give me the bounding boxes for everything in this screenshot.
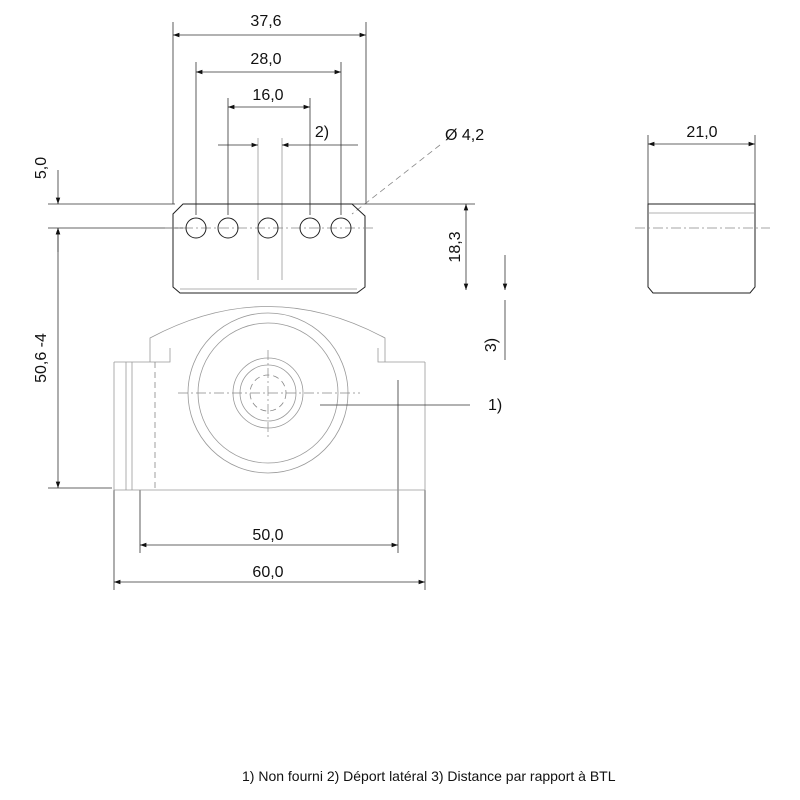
dim-distance-btl-label: 3) (483, 338, 500, 352)
diameter-value: 4,2 (462, 127, 484, 144)
dim-center-height-label: 18,3 (447, 231, 464, 262)
dim-hole-diameter: Ø 4,2 (351, 127, 484, 215)
dim-center-height: 18,3 (352, 203, 475, 290)
dim-bottom-inner-width-label: 50,0 (252, 527, 283, 544)
dim-lateral-offset-label: 2) (315, 124, 329, 141)
dim-bottom-total-width-label: 60,0 (252, 564, 283, 581)
footnote: 1) Non fourni 2) Déport latéral 3) Dista… (242, 768, 616, 784)
dim-bottom-inner-width: 50,0 (139, 380, 399, 553)
dim-total-height-label: 50,6 -4 (33, 333, 50, 383)
dim-total-height: 50,6 -4 (33, 228, 112, 489)
dim-hole-span-inner: 16,0 (227, 87, 311, 215)
dim-side-width-label: 21,0 (686, 124, 717, 141)
dim-hole-diameter-label: Ø 4,2 (445, 127, 484, 144)
dim-top-width: 37,6 (172, 13, 367, 204)
mount-hole-4 (299, 217, 321, 239)
diameter-symbol: Ø (445, 127, 457, 144)
dim-lateral-offset: 2) (218, 124, 358, 280)
magnet-block-side: 21,0 (635, 124, 770, 294)
magnet-block-front (165, 203, 375, 294)
not-supplied-label: 1) (488, 397, 502, 414)
dim-hole-span-outer: 28,0 (195, 51, 342, 215)
dim-bottom-total-width: 60,0 (113, 490, 426, 590)
mount-hole-1 (185, 217, 207, 239)
dim-top-offset-label: 5,0 (33, 157, 50, 179)
dim-distance-btl: 3) (483, 255, 508, 360)
dim-hole-span-inner-label: 16,0 (252, 87, 283, 104)
sensor-housing: 1) (113, 306, 502, 491)
dim-top-offset: 5,0 (33, 157, 183, 252)
mount-hole-5 (330, 217, 352, 239)
mount-hole-3 (257, 217, 279, 239)
mount-hole-2 (217, 217, 239, 239)
dim-hole-span-outer-label: 28,0 (250, 51, 281, 68)
dim-top-width-label: 37,6 (250, 13, 281, 30)
